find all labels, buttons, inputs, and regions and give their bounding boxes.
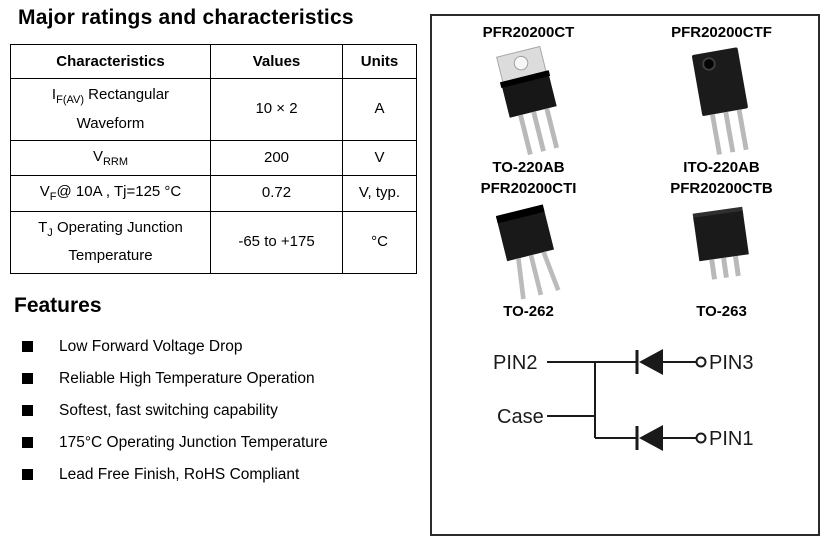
header-values: Values [210, 44, 343, 79]
package-type-label: ITO-220AB [683, 159, 760, 176]
characteristic-symbol: I [51, 86, 57, 104]
pin2-label: PIN2 [493, 352, 537, 374]
part-number-row: PFR20200CT PFR20200CTF [432, 24, 818, 41]
part-number-label: PFR20200CTB [670, 180, 773, 197]
package-image-row [432, 41, 818, 159]
bullet-square-icon [22, 469, 33, 480]
to-220ab-package-image [495, 45, 559, 156]
to-263-package-image [692, 206, 749, 280]
terminal-circle [695, 356, 707, 368]
table-row: VF@ 10A , Tj=125 °C 0.72 V, typ. [10, 175, 417, 212]
characteristic-subscript: RRM [102, 156, 129, 168]
to-263-drawing [692, 206, 749, 280]
package-image-cell [666, 197, 778, 303]
characteristic-subscript: J [47, 226, 53, 239]
cell-unit: V, typ. [342, 175, 417, 212]
table-row: TJ Operating Junction Temperature -65 to… [10, 210, 417, 274]
characteristic-text: @ 10A , Tj=125 °C [56, 183, 182, 201]
cell-value: 0.72 [210, 175, 343, 212]
header-characteristics: Characteristics [10, 44, 211, 79]
feature-item: 175°C Operating Junction Temperature [22, 434, 422, 452]
bullet-square-icon [22, 373, 33, 384]
package-image-cell [666, 41, 778, 159]
characteristic-subscript: F(AV) [56, 94, 84, 107]
feature-item: Softest, fast switching capability [22, 402, 422, 420]
package-type-label: TO-220AB [492, 159, 565, 176]
table-row: VRRM 200 V [10, 139, 417, 177]
package-type-row: TO-220AB ITO-220AB [432, 159, 818, 176]
cell-value: 200 [210, 139, 343, 177]
characteristic-symbol: T [38, 218, 48, 236]
feature-text: Reliable High Temperature Operation [59, 369, 315, 387]
cell-value: -65 to +175 [210, 210, 343, 274]
features-section: Features Low Forward Voltage Drop Reliab… [10, 294, 422, 484]
package-image-cell [473, 197, 585, 303]
package-type-row: TO-262 TO-263 [432, 303, 818, 320]
to-220ab-drawing [495, 45, 559, 156]
cell-characteristic: VRRM [10, 139, 211, 177]
terminal-circle [695, 432, 707, 444]
feature-text: 175°C Operating Junction Temperature [59, 433, 328, 451]
feature-text: Low Forward Voltage Drop [59, 337, 243, 355]
feature-item: Low Forward Voltage Drop [22, 338, 422, 356]
part-number-label: PFR20200CT [482, 24, 575, 41]
connection-diagram: PIN2 Case PIN3 PIN1 [493, 349, 753, 451]
bullet-square-icon [22, 437, 33, 448]
features-title: Features [14, 293, 102, 317]
cell-characteristic: TJ Operating Junction Temperature [10, 210, 211, 274]
cell-characteristic: IF(AV) Rectangular Waveform [10, 78, 211, 141]
pin1-label: PIN1 [709, 428, 753, 450]
part-number-label: PFR20200CTF [671, 24, 772, 41]
package-panel: PFR20200CT PFR20200CTF [430, 14, 820, 536]
cell-value: 10 × 2 [210, 78, 343, 141]
main-content-column: Major ratings and characteristics Charac… [10, 6, 422, 498]
diode-icon [635, 425, 663, 451]
package-type-label: TO-262 [503, 303, 554, 320]
ito-220ab-package-image [691, 47, 749, 155]
circuit-section: PIN2 Case PIN3 PIN1 [432, 330, 818, 470]
characteristic-text: Operating Junction Temperature [52, 218, 183, 264]
page-title: Major ratings and characteristics [18, 6, 354, 29]
feature-item: Lead Free Finish, RoHS Compliant [22, 466, 422, 484]
package-image-row [432, 197, 818, 303]
feature-text: Lead Free Finish, RoHS Compliant [59, 465, 300, 483]
bullet-square-icon [22, 341, 33, 352]
characteristic-symbol: V [92, 148, 103, 165]
part-number-label: PFR20200CTI [480, 180, 577, 197]
diode-icon [635, 349, 663, 375]
characteristic-text: Rectangular Waveform [76, 86, 170, 132]
circuit-wires [547, 361, 696, 439]
cell-characteristic: VF@ 10A , Tj=125 °C [10, 175, 211, 212]
case-label: Case [497, 406, 544, 428]
ratings-table: Characteristics Values Units IF(AV) Rect… [10, 44, 417, 274]
table-row: IF(AV) Rectangular Waveform 10 × 2 A [10, 78, 417, 141]
pin3-label: PIN3 [709, 352, 753, 374]
part-number-row: PFR20200CTI PFR20200CTB [432, 180, 818, 197]
ito-220ab-drawing [691, 47, 749, 155]
package-image-cell [473, 41, 585, 159]
to-262-package-image [495, 204, 560, 300]
to-262-drawing [495, 204, 560, 300]
cell-unit: °C [342, 210, 417, 274]
characteristic-subscript: F [49, 191, 57, 204]
feature-item: Reliable High Temperature Operation [22, 370, 422, 388]
characteristic-symbol: V [39, 183, 50, 201]
cell-unit: V [342, 139, 417, 177]
feature-text: Softest, fast switching capability [59, 401, 278, 419]
bullet-square-icon [22, 405, 33, 416]
package-type-label: TO-263 [696, 303, 747, 320]
table-header-row: Characteristics Values Units [10, 44, 417, 79]
cell-unit: A [342, 78, 417, 141]
header-units: Units [342, 44, 417, 79]
